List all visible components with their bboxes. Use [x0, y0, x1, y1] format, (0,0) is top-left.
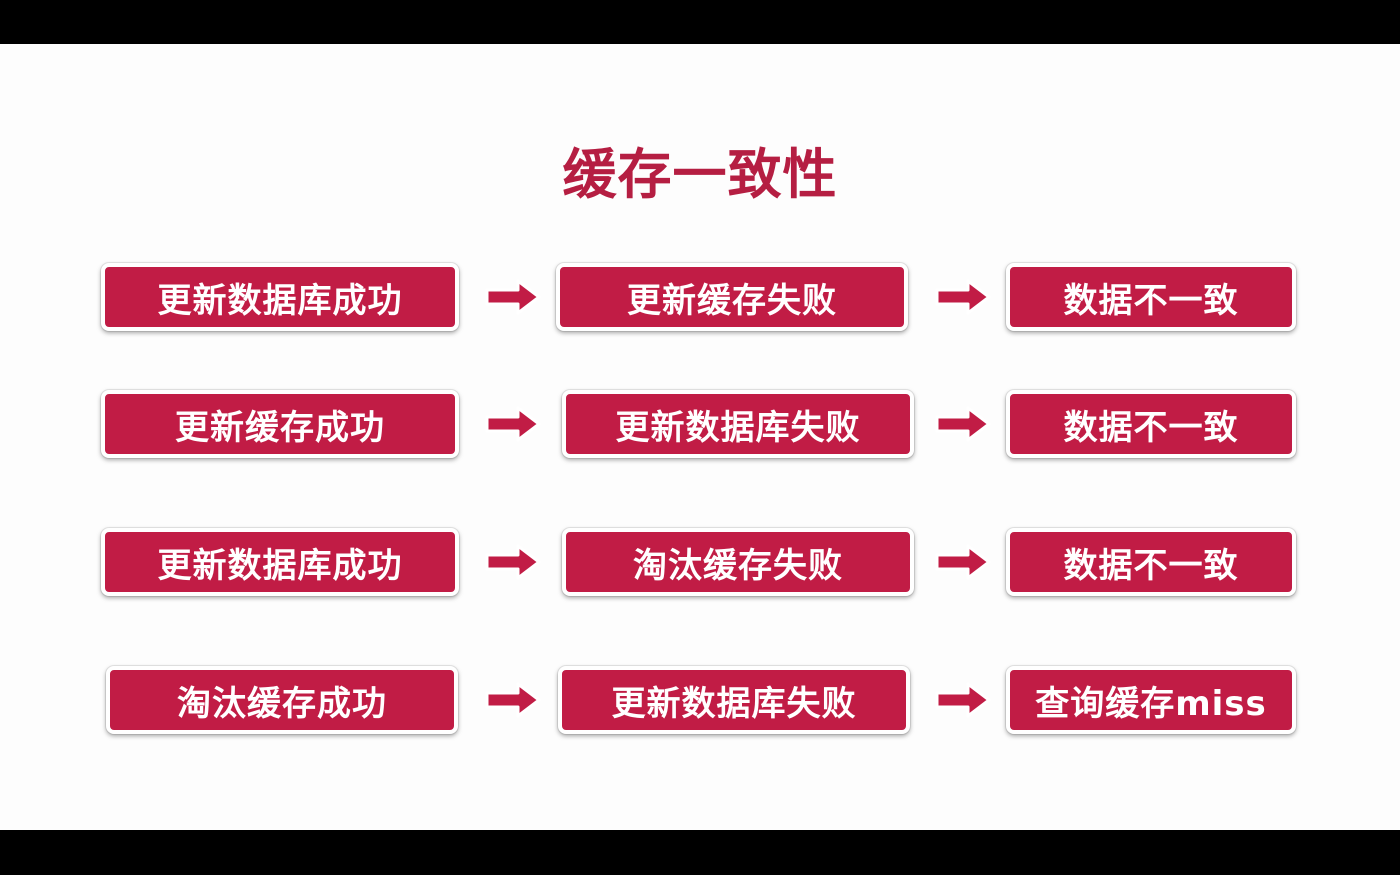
result-box: 数据不一致 — [1006, 263, 1296, 331]
right-arrow-icon — [935, 682, 991, 718]
result-box: 数据不一致 — [1006, 390, 1296, 458]
right-arrow-icon — [485, 544, 541, 580]
right-arrow-icon — [485, 406, 541, 442]
step2-box: 更新数据库失败 — [562, 390, 914, 458]
right-arrow-icon — [935, 544, 991, 580]
slide: 缓存一致性 更新数据库成功 更新缓存失败 数据不一致 更新缓存成功 更新数据库失… — [0, 44, 1400, 830]
letterbox-bottom — [0, 830, 1400, 875]
right-arrow-icon — [485, 279, 541, 315]
step1-box: 更新数据库成功 — [101, 263, 459, 331]
flow-row-1: 更新数据库成功 更新缓存失败 数据不一致 — [0, 263, 1400, 335]
step2-box: 更新缓存失败 — [556, 263, 908, 331]
step1-box: 更新数据库成功 — [101, 528, 459, 596]
flow-row-3: 更新数据库成功 淘汰缓存失败 数据不一致 — [0, 528, 1400, 600]
step1-box: 更新缓存成功 — [101, 390, 459, 458]
flow-row-4: 淘汰缓存成功 更新数据库失败 查询缓存miss — [0, 666, 1400, 738]
flow-row-2: 更新缓存成功 更新数据库失败 数据不一致 — [0, 390, 1400, 462]
letterbox-top — [0, 0, 1400, 44]
result-box: 查询缓存miss — [1006, 666, 1296, 734]
step1-box: 淘汰缓存成功 — [106, 666, 458, 734]
step2-box: 淘汰缓存失败 — [562, 528, 914, 596]
step2-box: 更新数据库失败 — [558, 666, 910, 734]
slide-title: 缓存一致性 — [562, 143, 838, 206]
result-box: 数据不一致 — [1006, 528, 1296, 596]
right-arrow-icon — [935, 406, 991, 442]
right-arrow-icon — [935, 279, 991, 315]
right-arrow-icon — [485, 682, 541, 718]
